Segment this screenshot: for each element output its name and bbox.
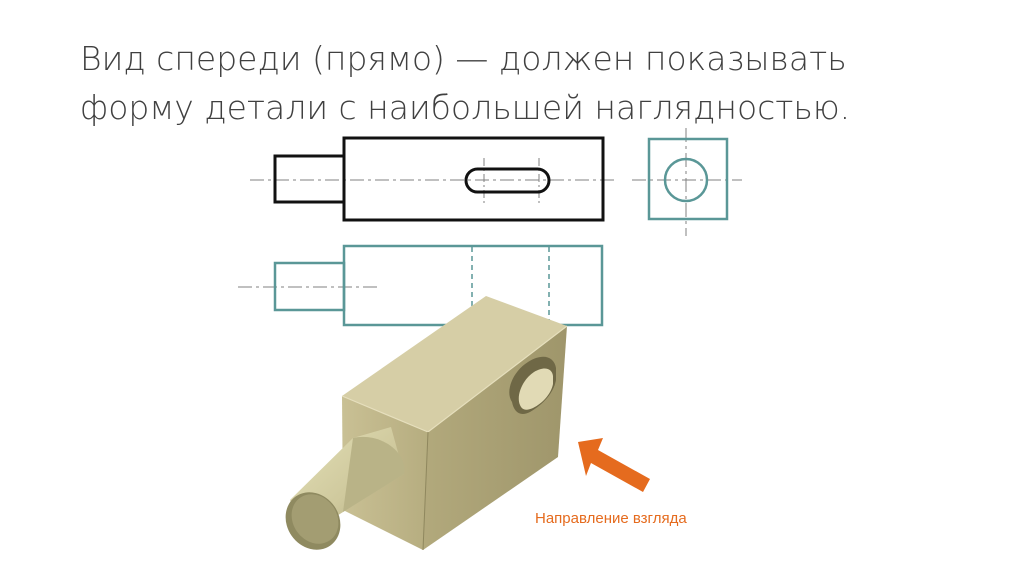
part-slot-opening <box>509 356 556 414</box>
side-view <box>632 128 742 236</box>
part-top-face <box>342 296 567 432</box>
view-direction-arrow-icon <box>578 438 650 492</box>
part-shaft <box>285 427 405 550</box>
front-view-slot <box>464 167 551 194</box>
top-view <box>238 244 604 327</box>
part-vertical-edge <box>422 431 429 551</box>
side-view-circle <box>663 157 709 203</box>
slide-title: Вид спереди (прямо) — должен показывать … <box>80 34 980 132</box>
title-line-1: Вид спереди (прямо) — должен показывать <box>80 39 847 78</box>
side-view-outline <box>647 137 729 221</box>
title-line-2: форму детали с наибольшей наглядностью. <box>80 88 851 127</box>
front-view-body <box>342 136 605 222</box>
view-direction-label: Направление взгляда <box>535 510 687 527</box>
isometric-part <box>285 296 568 551</box>
front-view <box>250 136 615 222</box>
front-view-shaft <box>273 154 346 204</box>
